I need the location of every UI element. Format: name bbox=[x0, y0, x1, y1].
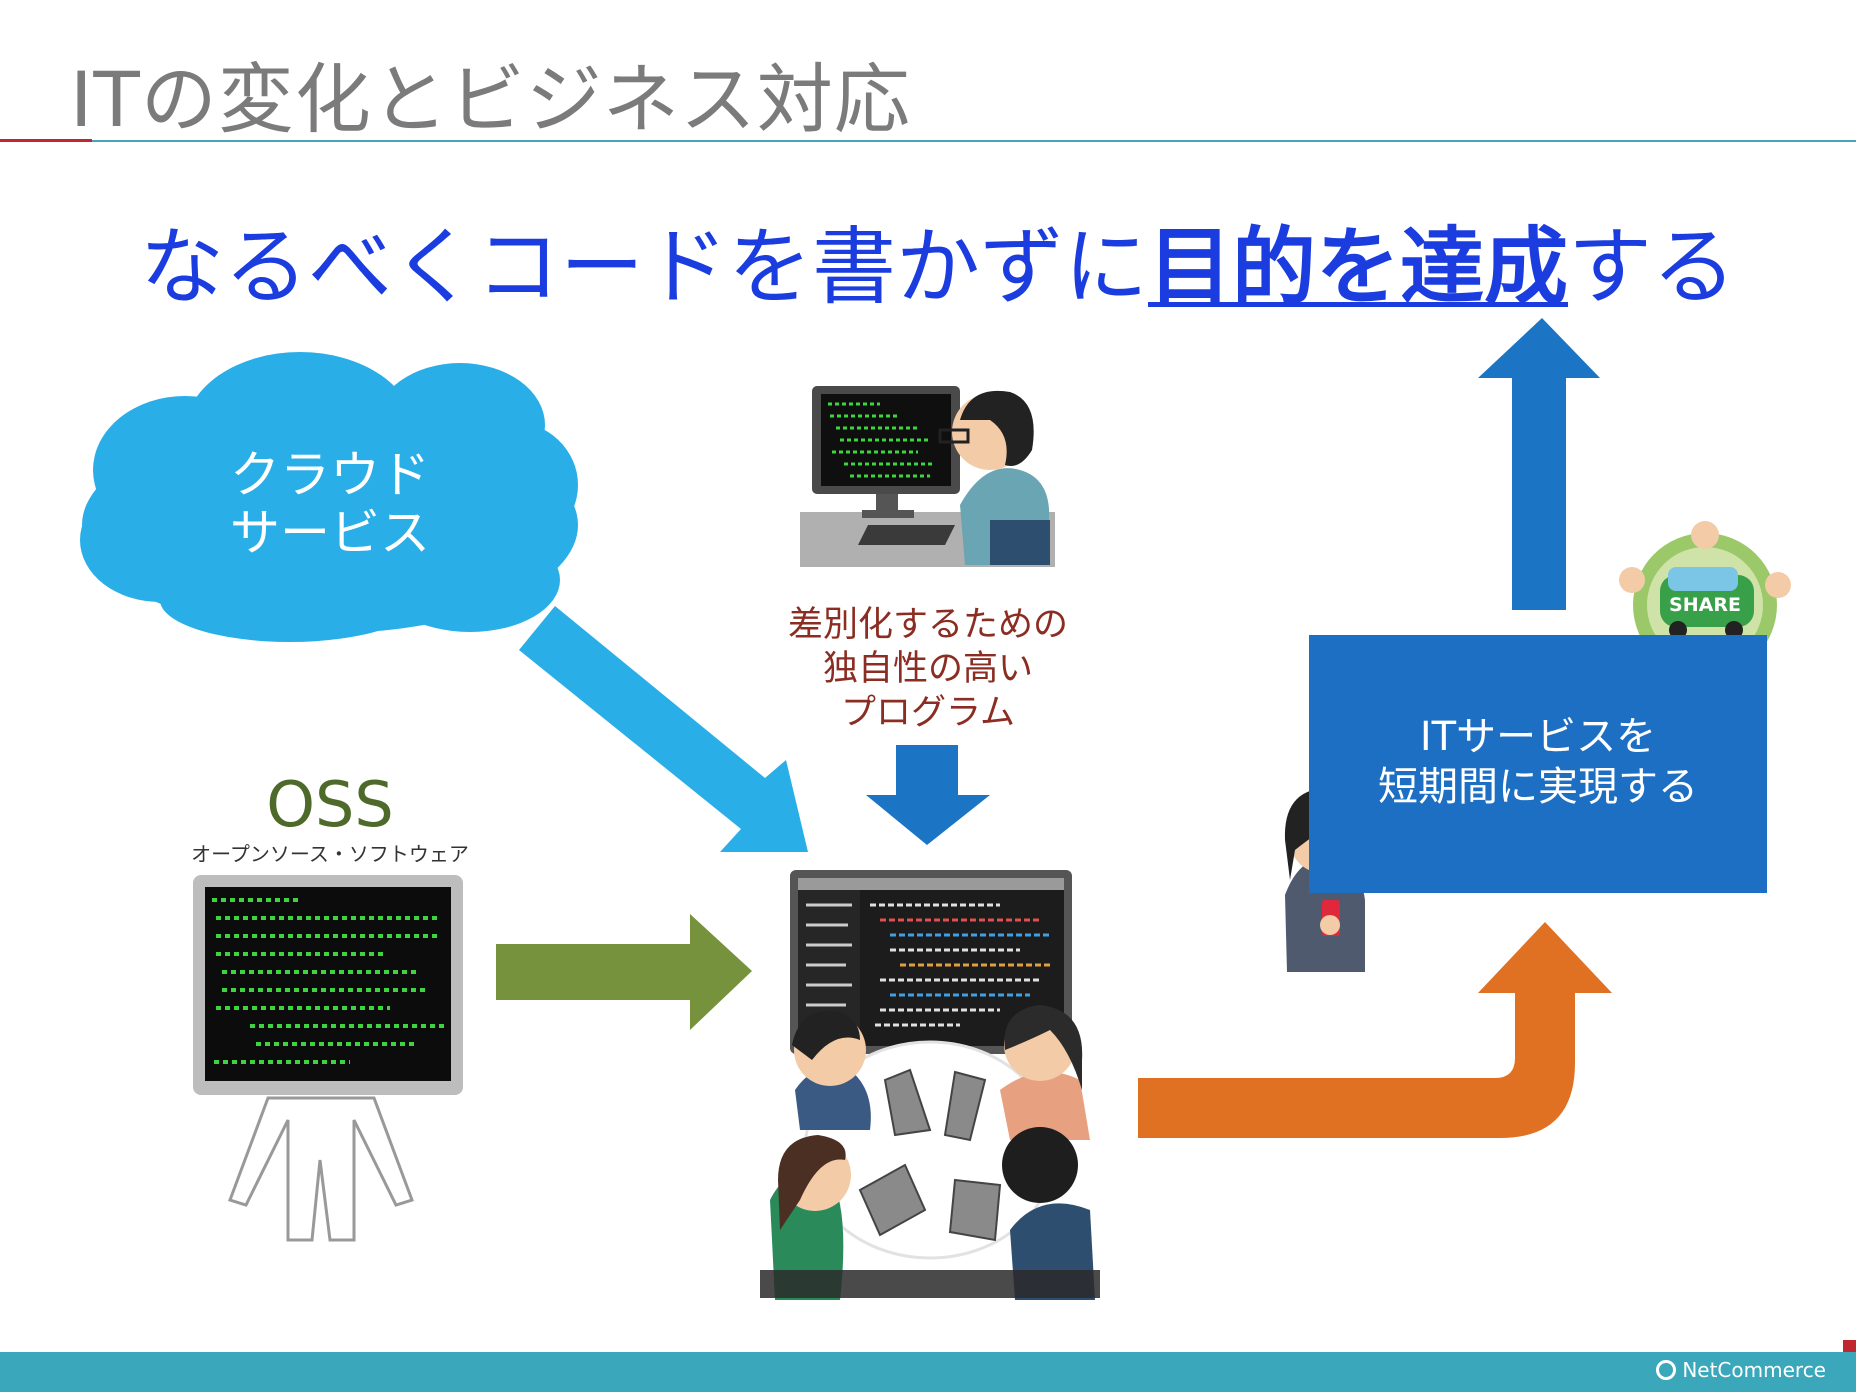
developer-illustration bbox=[800, 386, 1055, 567]
netcommerce-logo-icon bbox=[1656, 1360, 1677, 1380]
program-to-team-arrow bbox=[866, 745, 990, 845]
custom-program-label: 差別化するための 独自性の高い プログラム bbox=[770, 603, 1086, 735]
it-service-text: ITサービスを 短期間に実現する bbox=[1309, 712, 1767, 812]
headline-emphasis: 目的を達成 bbox=[1148, 218, 1569, 316]
oss-title: OSS bbox=[266, 768, 394, 841]
oss-to-team-arrow bbox=[496, 914, 752, 1030]
footer-bar bbox=[0, 1352, 1856, 1392]
headline: なるべくコードを書かずに目的を達成する bbox=[140, 200, 1736, 321]
team-illustration bbox=[760, 870, 1100, 1300]
headline-suffix: する bbox=[1568, 218, 1737, 316]
footer-logo: NetCommerce bbox=[1656, 1358, 1826, 1382]
it-service-line-1: ITサービスを bbox=[1419, 714, 1657, 760]
share-badge-label: SHARE bbox=[1669, 594, 1741, 616]
cloud-shape bbox=[80, 352, 578, 642]
program-line-3: プログラム bbox=[841, 693, 1015, 733]
cloud-line-1: クラウド bbox=[230, 446, 430, 504]
oss-subtitle: オープンソース・ソフトウェア bbox=[191, 842, 469, 866]
cloud-line-2: サービス bbox=[230, 504, 430, 562]
it-service-box bbox=[1309, 635, 1767, 893]
cloud-to-team-arrow bbox=[519, 606, 808, 852]
cloud-service-label: クラウド サービス bbox=[200, 446, 460, 562]
title-rule-accent bbox=[0, 139, 92, 142]
oss-character bbox=[193, 875, 463, 1242]
program-line-1: 差別化するための bbox=[787, 605, 1068, 645]
it-service-line-2: 短期間に実現する bbox=[1378, 764, 1698, 810]
headline-prefix: なるべくコードを書かずに bbox=[140, 218, 1149, 316]
it-to-goal-arrow bbox=[1478, 318, 1600, 610]
footer-logo-text: NetCommerce bbox=[1682, 1358, 1826, 1382]
title-rule bbox=[92, 140, 1856, 142]
page-title: ITの変化とビジネス対応 bbox=[70, 55, 911, 144]
program-line-2: 独自性の高い bbox=[822, 649, 1033, 689]
footer-accent bbox=[1843, 1340, 1856, 1352]
team-to-it-arrow bbox=[1138, 922, 1612, 1138]
